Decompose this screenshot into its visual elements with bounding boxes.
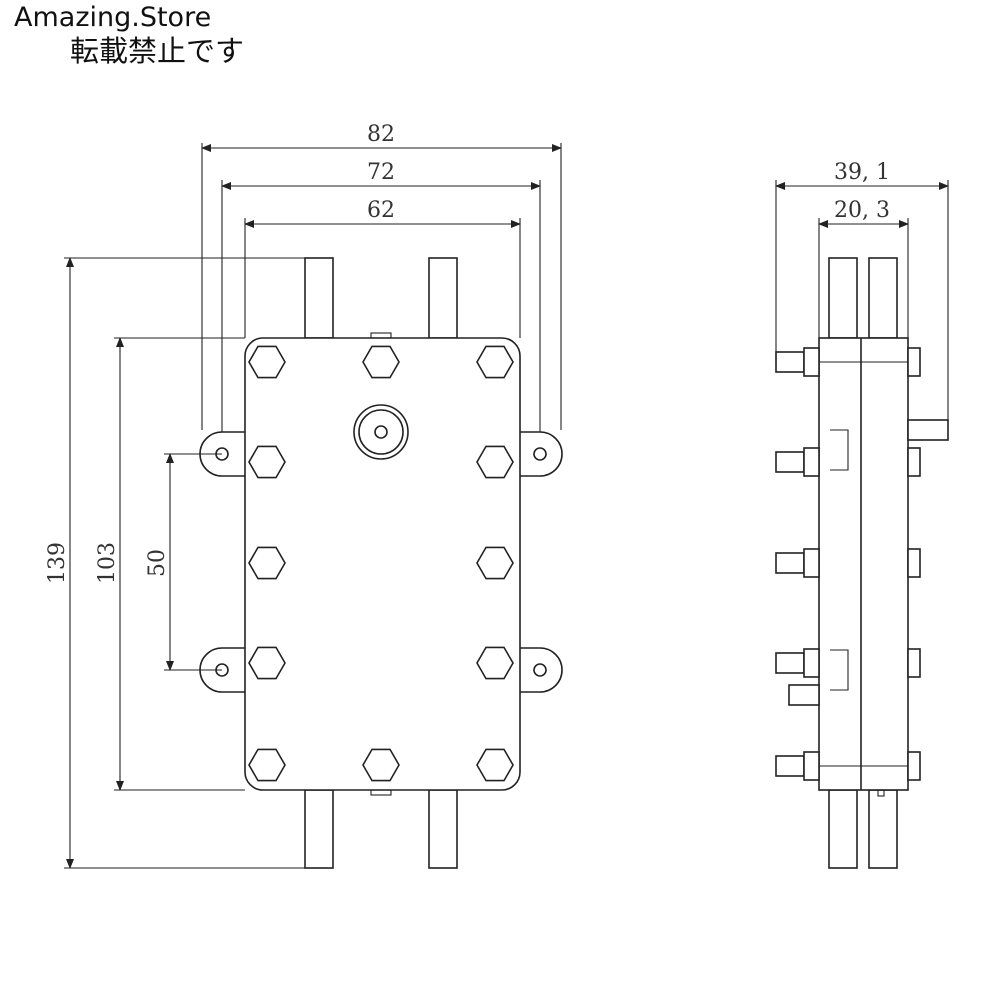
hex-bolt [362, 345, 400, 379]
hex-bolt [248, 748, 286, 782]
side-nut [907, 447, 921, 477]
dim-depth-total: 39, 1 [834, 160, 890, 185]
hex-bolt [248, 445, 286, 479]
side-body [818, 337, 909, 791]
side-stub [788, 684, 820, 706]
front-tab-bottom [370, 789, 392, 796]
side-nut [907, 751, 921, 781]
side-bolt-stud [775, 347, 820, 377]
dim-depth-body: 20, 3 [834, 198, 890, 223]
side-nut [907, 347, 921, 377]
side-drain-mark [877, 789, 885, 797]
dim-width-outer: 82 [367, 122, 395, 147]
side-pipe-bottom-right [868, 789, 898, 869]
side-bolt-stud [775, 751, 820, 781]
hex-bolt [248, 646, 286, 680]
front-tab-top [370, 332, 392, 339]
dim-width-inner: 62 [367, 198, 395, 223]
mount-ear-top-right [520, 431, 563, 477]
watermark-notice: 転載禁止です [70, 33, 245, 68]
side-bolt-stud [775, 648, 820, 678]
hex-bolt [248, 345, 286, 379]
side-dimensions: 39, 1 20, 3 [775, 160, 949, 420]
watermark-brand: Amazing.Store [14, 2, 212, 33]
hex-bolt [476, 748, 514, 782]
hex-bolt [476, 345, 514, 379]
side-nut [907, 648, 921, 678]
watermark: Amazing.Store 転載禁止です [14, 2, 244, 68]
side-nuts [907, 347, 921, 781]
mount-ear-bottom-right [520, 647, 563, 693]
dim-height-body: 103 [95, 542, 120, 584]
front-pipe-bottom-left [304, 789, 334, 869]
side-bolt-studs [775, 347, 820, 781]
front-view [199, 257, 563, 869]
hex-bolt [248, 546, 286, 580]
side-port-outlet [907, 419, 949, 441]
center-port [353, 404, 409, 460]
dim-height-total: 139 [45, 542, 70, 584]
side-view [775, 257, 949, 869]
hex-bolt [476, 546, 514, 580]
side-pipe-top-right [868, 257, 898, 339]
hex-bolts [248, 345, 514, 782]
side-internal-bracket-top [830, 429, 849, 471]
front-pipe-top-right [428, 257, 458, 339]
front-pipe-bottom-right [428, 789, 458, 869]
side-bolt-stud [775, 548, 820, 578]
side-internal-bracket-bottom [830, 649, 849, 691]
front-pipe-top-left [304, 257, 334, 339]
hex-bolt [362, 748, 400, 782]
side-bolt-stud [775, 447, 820, 477]
hex-bolt [476, 646, 514, 680]
side-pipe-top-left [828, 257, 858, 339]
side-pipe-bottom-left [828, 789, 858, 869]
front-dimensions: 82 72 62 139 103 50 [45, 122, 562, 869]
hex-bolt [476, 445, 514, 479]
dim-width-mid: 72 [367, 160, 395, 185]
dim-mount-spacing: 50 [145, 549, 170, 577]
side-nut [907, 548, 921, 578]
